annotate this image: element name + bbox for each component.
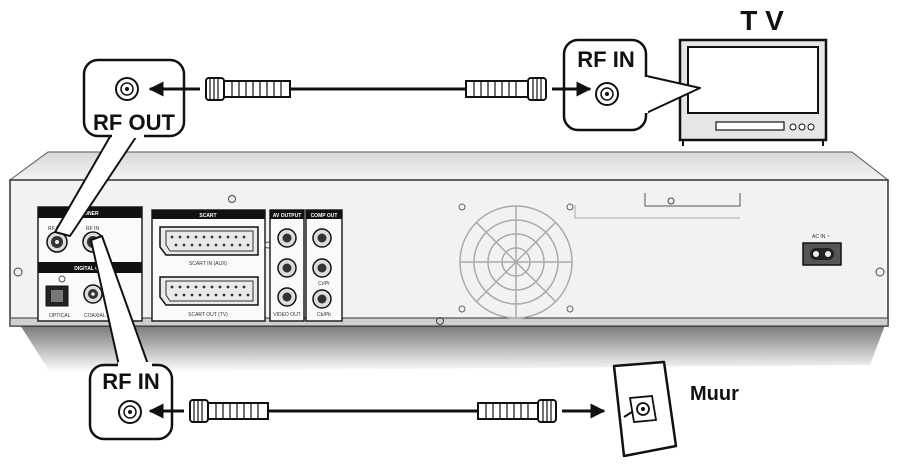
cb-pb-label: Cb/Pb <box>317 312 331 318</box>
scart-in-connector[interactable] <box>159 226 259 256</box>
optical-label: OPTICAL <box>49 313 71 319</box>
video-out-jack[interactable] <box>277 287 297 307</box>
recorder-shadow <box>20 325 885 372</box>
video-out-label: VIDEO OUT <box>273 312 301 318</box>
ac-in-socket[interactable] <box>802 242 842 266</box>
cr-pr-label: Cr/Pr <box>318 281 330 287</box>
audio-left-jack[interactable] <box>277 228 297 248</box>
cable-rf-out-to-tv <box>148 77 592 101</box>
wall-socket-connector <box>623 395 658 423</box>
tuner-label: TUNER <box>81 211 99 217</box>
fan-grille <box>458 203 574 319</box>
digital-out-header <box>38 262 142 273</box>
screw-right <box>875 267 885 277</box>
scart-in-label: SCART IN (AUX) <box>189 261 227 267</box>
comp-y-jack[interactable] <box>312 228 332 248</box>
top-notch <box>644 193 741 207</box>
digital-out-label: DIGITAL OUT <box>74 266 105 272</box>
panel-outline <box>574 205 740 219</box>
plug-right-bottom <box>477 399 557 423</box>
wall-socket: Muur <box>612 360 739 458</box>
comp-pb-jack[interactable] <box>312 289 332 309</box>
screw-left <box>13 267 23 277</box>
recorder-top <box>8 151 890 181</box>
comp-pr-jack[interactable] <box>312 258 332 278</box>
ac-in-label: AC IN ~ <box>812 234 830 240</box>
coaxial-port[interactable] <box>83 284 103 304</box>
scart-out-label: SCART OUT (TV) <box>188 312 228 318</box>
rf-out-socket <box>115 77 139 101</box>
recorder-base-strip <box>9 317 889 327</box>
callout-rf-in-tv: RF IN <box>562 38 701 132</box>
rf-in-port-label: RF IN <box>86 226 99 232</box>
rf-in-recorder-label: RF IN <box>102 369 159 394</box>
plug-left-bottom <box>189 399 269 423</box>
rf-in-recorder-socket <box>118 400 142 424</box>
comp-out-label: COMP OUT <box>311 213 338 219</box>
plug-right-top <box>465 77 547 101</box>
rf-out-label: RF OUT <box>93 110 175 135</box>
tuner-header <box>38 207 142 218</box>
screw-top <box>228 195 236 203</box>
rf-in-tv-socket <box>595 82 619 106</box>
ac-in-block: AC IN ~ <box>802 234 842 266</box>
rf-out-port[interactable] <box>46 231 68 253</box>
tv-label: T V <box>740 5 784 36</box>
cable-wall-to-rf-in <box>148 399 606 423</box>
optical-port[interactable] <box>45 285 69 307</box>
callout-rf-out: RF OUT <box>54 58 186 237</box>
av-output-block: AV OUTPUT VIDEO OUT <box>269 209 305 322</box>
callout-rf-in-recorder: RF IN <box>88 235 174 441</box>
scart-out-connector[interactable] <box>159 276 259 306</box>
scart-block: SCART SCART IN (AUX) SCART OUT (TV) <box>151 209 266 322</box>
tv-screen <box>687 46 819 114</box>
plug-left-top <box>205 77 291 101</box>
tv-set: T V <box>678 5 828 146</box>
av-output-label: AV OUTPUT <box>273 213 302 219</box>
coaxial-label: COAXIAL <box>84 313 106 319</box>
wall-label: Muur <box>690 383 739 405</box>
audio-right-jack[interactable] <box>277 258 297 278</box>
rf-in-tv-label: RF IN <box>577 47 634 72</box>
comp-out-block: COMP OUT Cr/Pr Cb/Pb <box>305 209 343 322</box>
screw-bottom <box>436 317 444 325</box>
scart-label: SCART <box>199 213 216 219</box>
